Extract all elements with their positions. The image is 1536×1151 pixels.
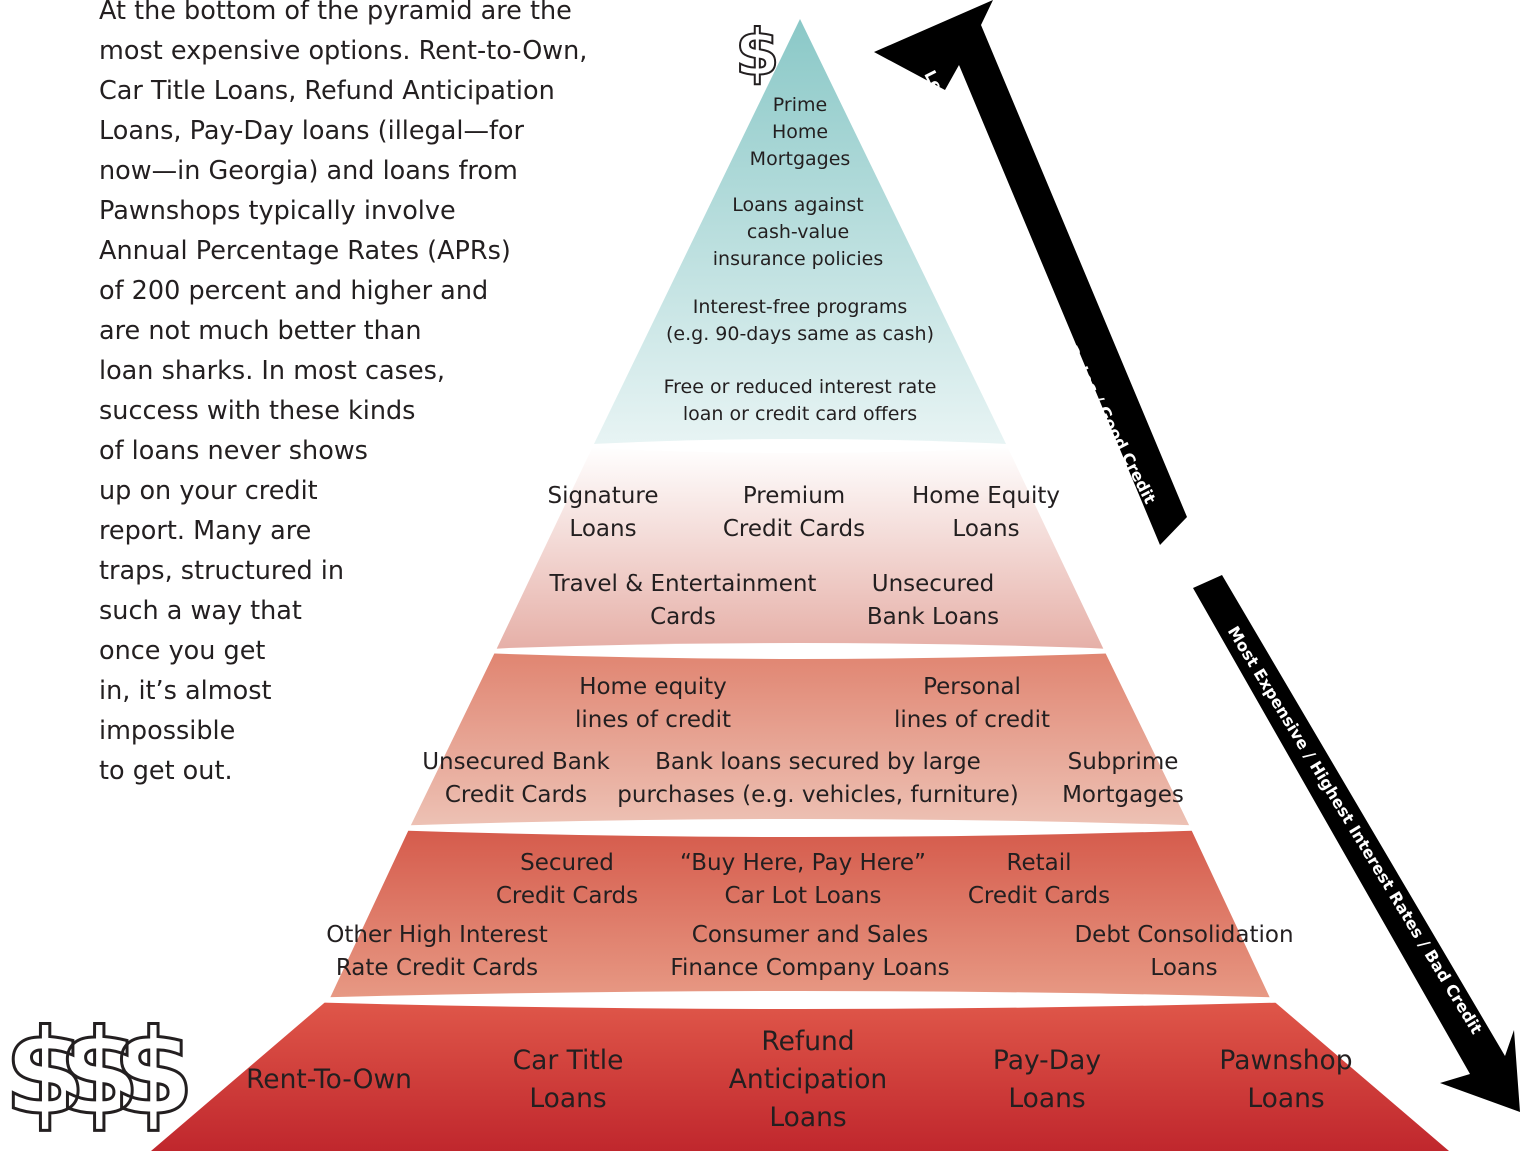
arrow-up-least-expensive <box>874 0 1187 545</box>
intro-line: of loans never shows <box>99 436 368 466</box>
intro-line: impossible <box>99 716 236 746</box>
intro-line: to get out. <box>99 756 233 786</box>
tier4-car-lot-loans: “Buy Here, Pay Here”Car Lot Loans <box>680 850 926 909</box>
tier-divider-4 <box>233 991 1367 1009</box>
intro-line: up on your credit <box>99 476 318 506</box>
arrow-down-most-expensive <box>1193 575 1520 1112</box>
pyramid-tier-1 <box>593 19 1007 446</box>
intro-line: loan sharks. In most cases, <box>99 356 446 386</box>
intro-line: most expensive options. Rent-to-Own, <box>99 36 588 66</box>
intro-line: At the bottom of the pyramid are the <box>99 0 572 26</box>
intro-line: Car Title Loans, Refund Anticipation <box>99 76 555 106</box>
intro-line: in, it’s almost <box>99 676 272 706</box>
pyramid-tier-2 <box>497 446 1103 648</box>
intro-line: now—in Georgia) and loans from <box>99 156 518 186</box>
intro-line: report. Many are <box>99 516 312 546</box>
intro-line: of 200 percent and higher and <box>99 276 489 306</box>
top-dollar-icon: $ <box>734 16 780 92</box>
bottom-dollars-icon: $$$ <box>2 1002 195 1143</box>
pyramid-tier-3 <box>410 648 1190 827</box>
tier1-interest-free-programs: Interest-free programs(e.g. 90-days same… <box>665 296 935 345</box>
intro-line: Annual Percentage Rates (APRs) <box>99 236 511 266</box>
intro-line: such a way that <box>99 596 302 626</box>
pyramid-tier-5 <box>151 998 1449 1151</box>
tier5-rent-to-own: Rent-To-Own <box>246 1064 412 1095</box>
intro-paragraph: At the bottom of the pyramid are the most… <box>99 0 587 791</box>
intro-line: traps, structured in <box>99 556 345 586</box>
pyramid-tier-4 <box>330 827 1270 998</box>
tier-divider-3 <box>330 819 1270 837</box>
intro-line: Loans, Pay-Day loans (illegal—for <box>99 116 525 146</box>
tier-divider-1 <box>555 439 1045 453</box>
tier-divider-2 <box>430 643 1170 659</box>
intro-line: success with these kinds <box>99 396 416 426</box>
intro-line: are not much better than <box>99 316 422 346</box>
intro-line: Pawnshops typically involve <box>99 196 456 226</box>
intro-line: once you get <box>99 636 266 666</box>
